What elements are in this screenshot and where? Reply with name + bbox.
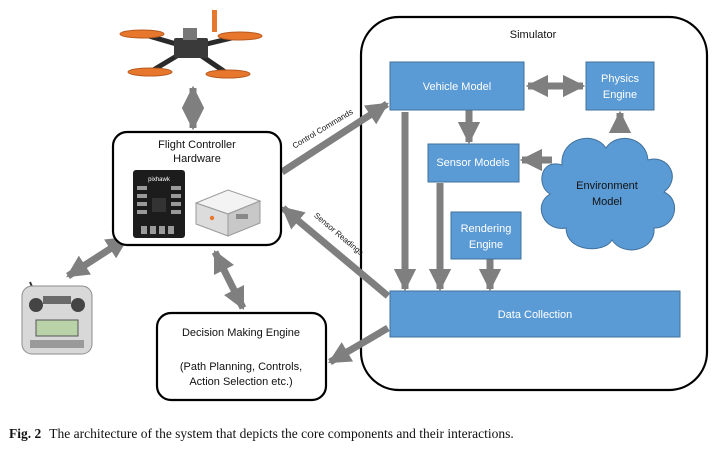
arrow-datacollection-decision: [328, 324, 390, 366]
environment-model-cloud: [540, 137, 675, 251]
rc-transmitter-image: [21, 281, 93, 355]
flight-controller-title-1: Flight Controller: [158, 139, 236, 151]
decision-engine-box: [155, 311, 328, 402]
vehicle-model-label: Vehicle Model: [423, 81, 492, 93]
sensor-models-label: Sensor Models: [436, 157, 510, 169]
internal-arrows: [393, 74, 632, 292]
rendering-engine-label-2: Engine: [469, 239, 503, 251]
arrow-controller-vehicle: [280, 101, 389, 175]
data-collection-block: [389, 290, 681, 338]
physics-engine-label-1: Physics: [601, 73, 639, 85]
decision-engine-detail-2: Action Selection etc.): [189, 376, 292, 388]
rendering-engine-block: [450, 211, 522, 260]
arrow-controller-decision: [211, 249, 247, 311]
vehicle-model-block: [389, 61, 525, 111]
figure-caption: Fig. 2 The architecture of the system tha…: [9, 426, 514, 441]
physics-engine-block: [585, 61, 655, 111]
arrow-controller-radio: [66, 235, 129, 279]
environment-model-label-1: Environment: [576, 180, 638, 192]
sensor-models-block: [427, 143, 520, 183]
arrow-datacollection-controller: [280, 205, 391, 299]
quadcopter-drone-image: [119, 10, 263, 79]
external-arrows: [66, 85, 391, 366]
decision-engine-detail-1: (Path Planning, Controls,: [180, 361, 302, 373]
figure-caption-prefix: Fig. 2: [9, 426, 41, 441]
figure-caption-text: The architecture of the system that depi…: [49, 426, 513, 441]
physics-engine-label-2: Engine: [603, 89, 637, 101]
simulator-title: Simulator: [510, 29, 557, 41]
decision-engine-title: Decision Making Engine: [182, 327, 300, 339]
data-collection-label: Data Collection: [498, 309, 573, 321]
rendering-engine-label-1: Rendering: [461, 223, 512, 235]
gps-module-image: [194, 189, 262, 237]
environment-model-label-2: Model: [592, 196, 622, 208]
pixhawk-board-label: pixhawk: [148, 177, 171, 183]
pixhawk-board-image: pixhawk: [133, 170, 185, 238]
flight-controller-title-2: Hardware: [173, 153, 221, 165]
